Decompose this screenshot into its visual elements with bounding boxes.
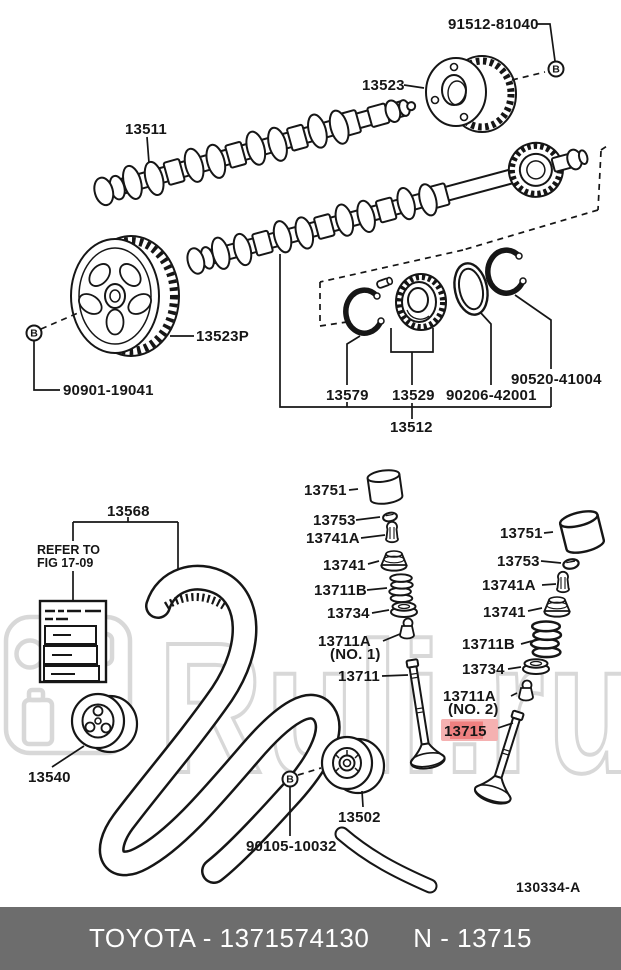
camshaft-intake: [93, 99, 417, 207]
label-cap-no: (NO. 2): [448, 701, 499, 718]
label-lifter: 13751: [500, 525, 543, 542]
snap-ring-rear-drawing: [485, 247, 527, 296]
cam-timing-gear: [425, 55, 517, 133]
label-sub-gear: 13529: [392, 387, 435, 404]
refer-note-line2: FIG 17-09: [37, 556, 93, 570]
highlight-box-inner: [450, 721, 483, 739]
label-snap-ring-front: 13579: [326, 387, 369, 404]
valve-lock: [556, 570, 570, 594]
tensioner-leader: [361, 790, 364, 808]
label-pulley: 13523P: [196, 328, 249, 345]
label-idler: 13540: [28, 769, 71, 786]
valve-retainer: [543, 596, 571, 618]
label-seat: 13734: [327, 605, 370, 622]
label-cap: 13711A: [443, 688, 496, 705]
label-seat: 13734: [462, 661, 505, 678]
label-retainer: 13741: [323, 557, 366, 574]
valve-spring-seat: [522, 658, 550, 675]
cam-gear-leader: [403, 84, 425, 89]
bolt-symbol: B: [552, 64, 560, 76]
label-belt: 13568: [107, 503, 150, 520]
label-lock: 13741A: [306, 530, 360, 547]
belt-group: 13568 REFER TO FIG 17-09: [28, 503, 438, 894]
valve-left-group: 13751 13753 13741A 13741 13711B 13734 13…: [304, 467, 446, 770]
gear-bolt-dash: [511, 71, 546, 81]
dashed-reference-lines: [319, 145, 608, 327]
label-snap-ring-rear: 90520-41004: [511, 371, 602, 388]
figure-code: 130334-A: [516, 879, 581, 895]
subassembly-group: 13579 13529 90206-42001 90520-41004 1351…: [279, 247, 602, 436]
label-tensioner-bolt: 90105-10032: [246, 838, 337, 855]
spec-label-card: [38, 599, 108, 684]
footer-part-number: TOYOTA - 1371574130: [89, 923, 370, 953]
label-pulley-bolt: 90901-19041: [63, 382, 154, 399]
bolt-icon: B: [25, 324, 43, 342]
label-spring: 13711B: [314, 582, 367, 599]
label-valve-intake: 13711: [338, 668, 380, 685]
bolt-symbol: B: [30, 328, 38, 340]
belt-bracket-lines: [72, 517, 179, 601]
oring-drawing: [453, 262, 489, 316]
label-lock: 13741A: [482, 577, 536, 594]
valve-pad: [561, 557, 581, 571]
label-cap-no: (NO. 1): [330, 646, 381, 663]
valve-right-group: 13751 13753 13741A 13741 13711B 13734 13…: [441, 506, 607, 805]
exhaust-valve-drawing: [473, 709, 525, 805]
pulley-bolt-dash: [40, 312, 79, 330]
label-pad: 13753: [313, 512, 356, 529]
label-tensioner: 13502: [338, 809, 381, 826]
bolt-symbol: B: [286, 774, 294, 786]
label-spring: 13711B: [462, 636, 515, 653]
pulley-bolt-leader: [33, 341, 60, 391]
valve-retainer: [380, 550, 408, 572]
valve-lock: [385, 520, 399, 544]
camshaft-exhaust: [186, 141, 589, 275]
label-retainer: 13741: [483, 604, 526, 621]
sub-gear-drawing: [395, 273, 447, 331]
valve-spring: [529, 620, 563, 659]
idler-pulley-drawing: [70, 692, 139, 754]
gear-pin-drawing: [376, 276, 394, 289]
idler-leader: [51, 745, 85, 768]
camshaft-leader: [146, 136, 150, 164]
camshaft-timing-pulley: [70, 235, 180, 357]
tensioner-pulley-drawing: [320, 735, 386, 795]
label-cam-gear: 13523: [362, 77, 405, 94]
footer-catalog-number: N - 13715: [413, 923, 532, 953]
valve-lifter: [557, 506, 607, 558]
intake-valve-drawing: [405, 658, 446, 770]
timing-belt-drawing: [98, 564, 438, 894]
label-bolt-top: 91512-81040: [448, 16, 539, 33]
parts-diagram: Ruli.ru: [3, 16, 621, 895]
subassembly-leader-lines: [279, 254, 552, 419]
label-camshaft: 13511: [125, 121, 167, 138]
label-cap: 13711A: [318, 633, 371, 650]
footer-bar: TOYOTA - 1371574130 N - 13715: [0, 907, 621, 970]
valve-lifter: [365, 467, 405, 507]
label-pad: 13753: [497, 553, 540, 570]
label-gear-assembly: 13512: [390, 419, 433, 436]
label-oring: 90206-42001: [446, 387, 537, 404]
valve-spring: [388, 573, 414, 604]
snap-ring-front-drawing: [343, 287, 385, 336]
label-valve-exhaust-highlighted: 13715: [444, 723, 487, 740]
valve-pad: [381, 510, 399, 524]
bolt-icon: B: [547, 60, 565, 78]
refer-note-line1: REFER TO: [37, 543, 100, 557]
bolt-icon: B: [281, 770, 299, 788]
valve-spring-seat: [390, 601, 418, 618]
bolt-top-leader: [537, 23, 556, 62]
label-lifter: 13751: [304, 482, 347, 499]
tensioner-bolt-dash: [297, 767, 322, 776]
